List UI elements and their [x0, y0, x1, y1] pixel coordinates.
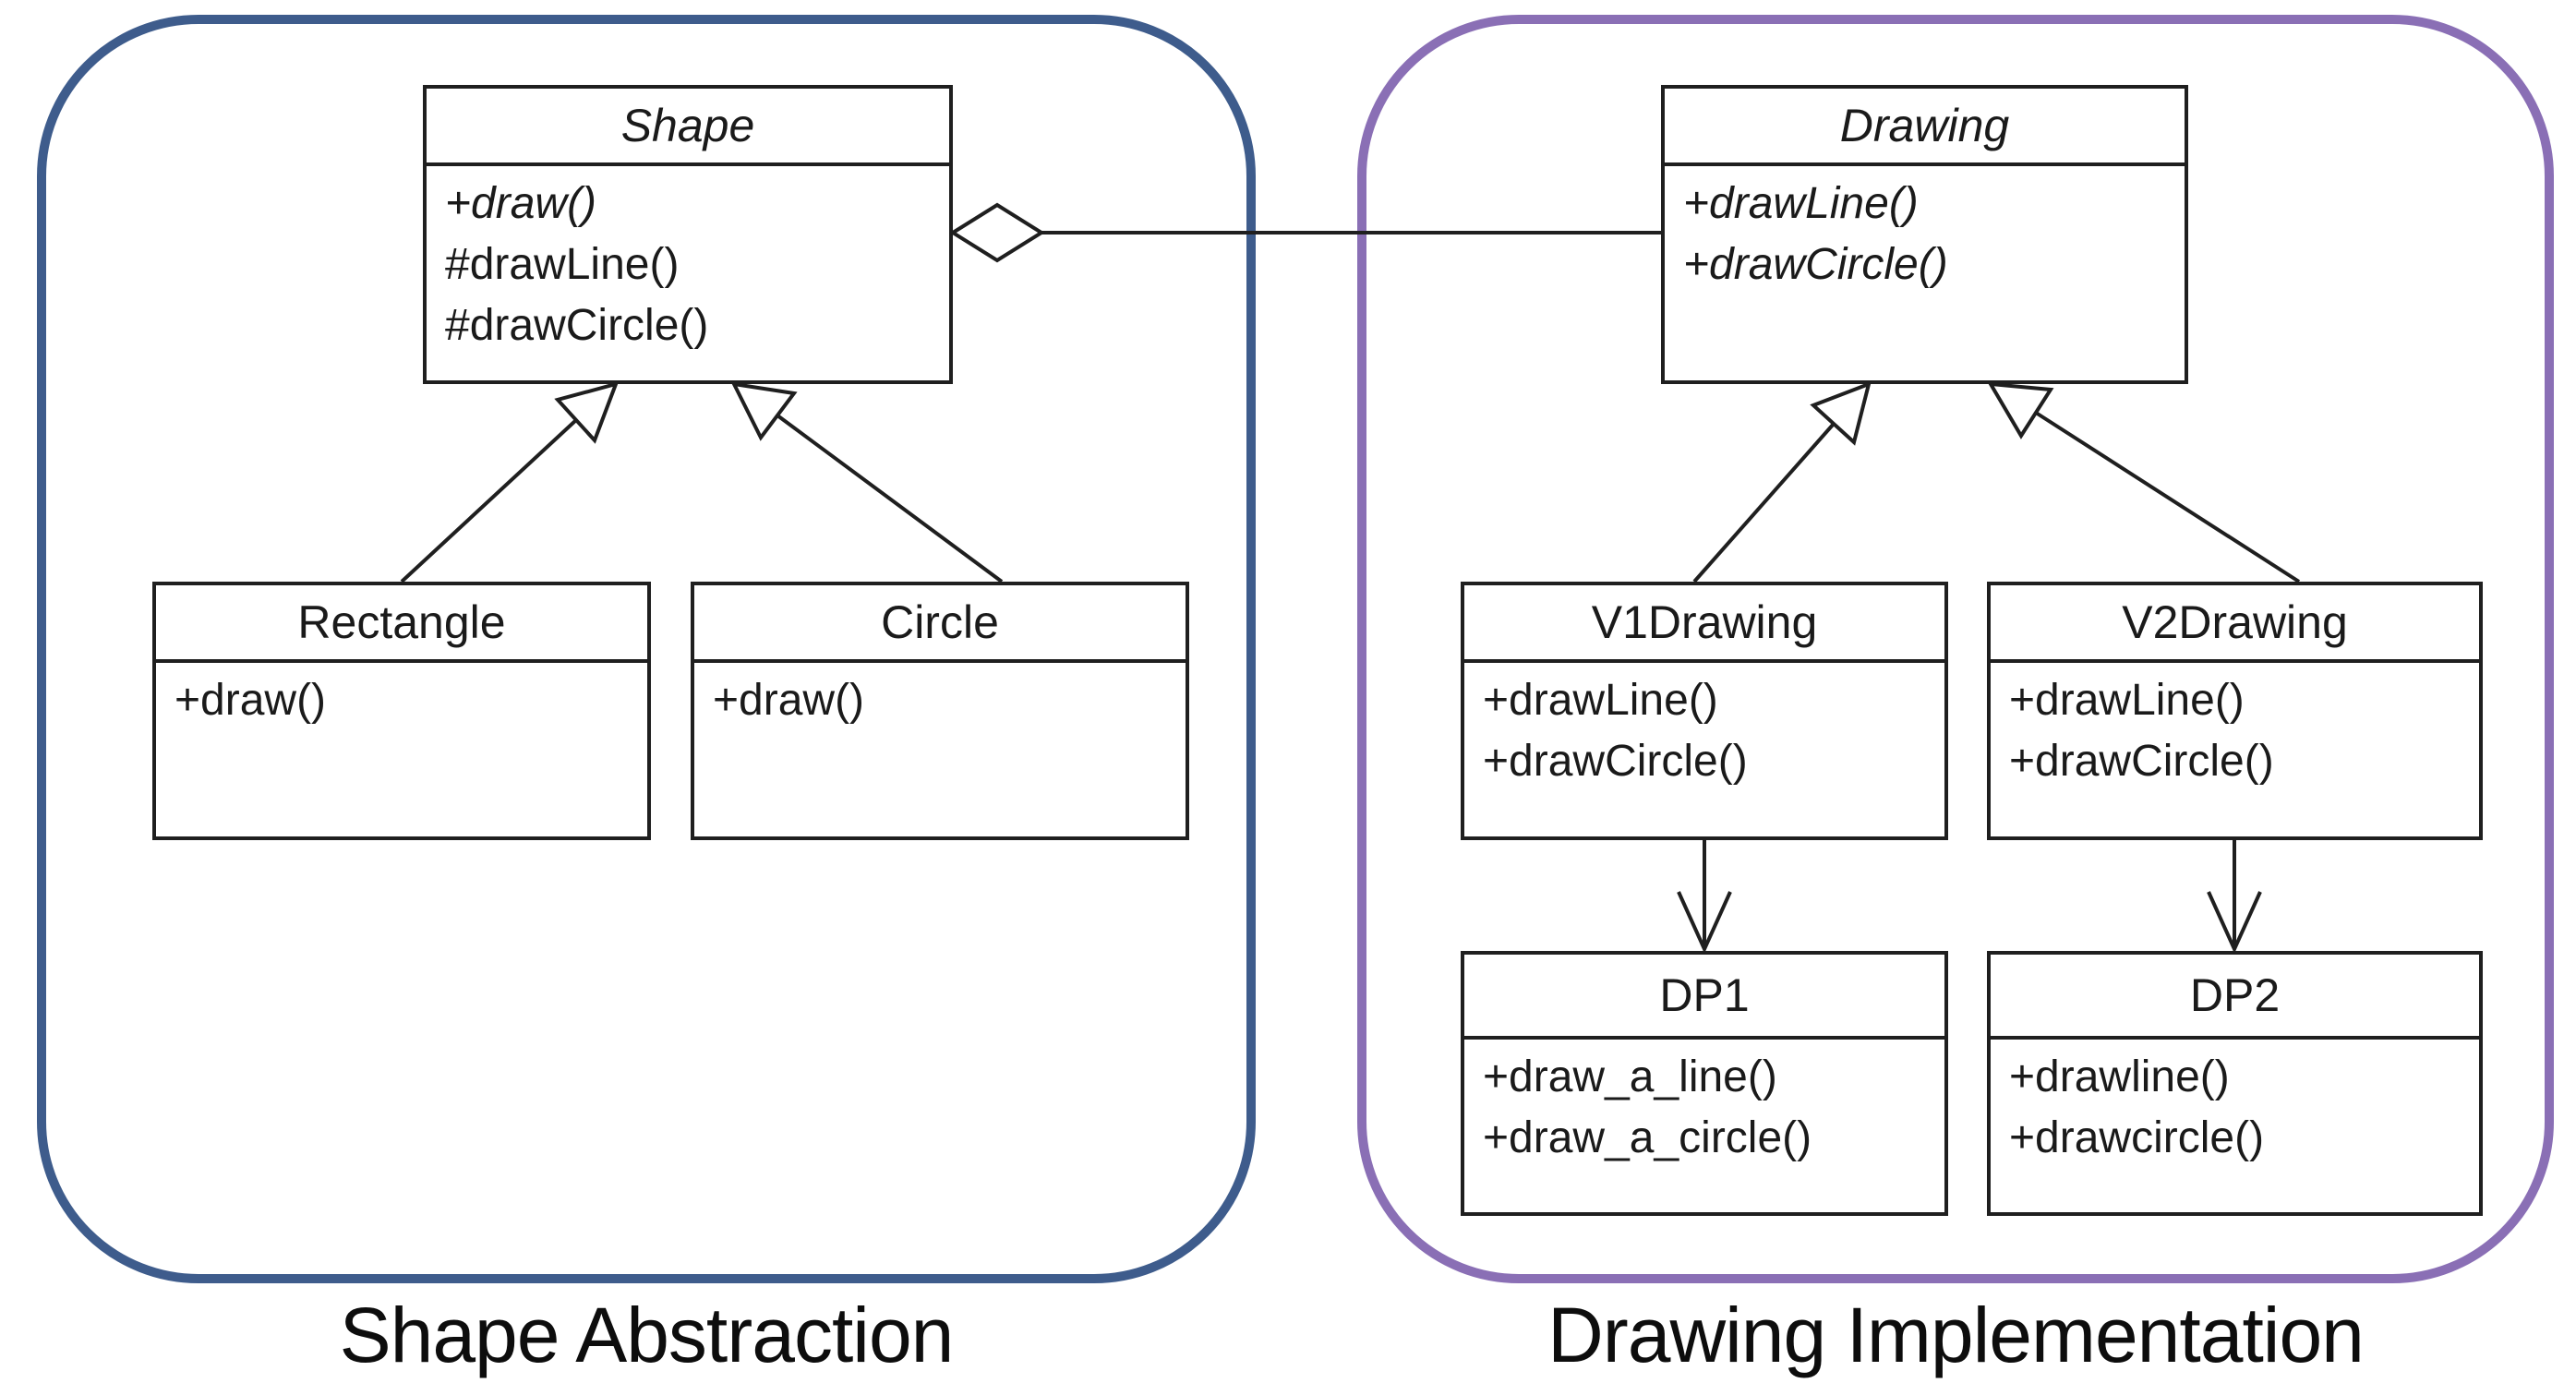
class-title-dp1: DP1 [1464, 955, 1944, 1040]
class-title-v1drawing: V1Drawing [1464, 585, 1944, 663]
group-label-drawing-implementation: Drawing Implementation [1547, 1292, 2365, 1378]
method-shape-drawline: #drawLine() [445, 240, 680, 289]
class-title-v2drawing: V2Drawing [1991, 585, 2479, 663]
method-drawing-drawcircle: +drawCircle() [1683, 240, 1948, 289]
class-methods-shape: +draw() #drawLine() #drawCircle() [427, 166, 949, 380]
group-label-shape-abstraction: Shape Abstraction [339, 1292, 955, 1378]
method-circle-draw: +draw() [713, 676, 865, 725]
class-methods-dp1: +draw_a_line() +draw_a_circle() [1464, 1040, 1944, 1212]
class-box-dp2: DP2 +drawline() +drawcircle() [1987, 951, 2483, 1216]
class-methods-drawing: +drawLine() +drawCircle() [1665, 166, 2185, 380]
method-drawing-drawline: +drawLine() [1683, 179, 1919, 228]
class-box-dp1: DP1 +draw_a_line() +draw_a_circle() [1461, 951, 1948, 1216]
class-title-shape: Shape [427, 89, 949, 166]
frame-shape-abstraction [37, 15, 1256, 1283]
method-dp2-drawcircle: +drawcircle() [2009, 1113, 2265, 1162]
method-shape-draw: +draw() [445, 179, 597, 228]
method-v2drawing-drawcircle: +drawCircle() [2009, 737, 2274, 786]
class-methods-circle: +draw() [694, 663, 1186, 836]
class-title-rectangle: Rectangle [156, 585, 647, 663]
method-dp1-draw-a-line: +draw_a_line() [1483, 1052, 1777, 1101]
class-title-drawing: Drawing [1665, 89, 2185, 166]
method-v2drawing-drawline: +drawLine() [2009, 676, 2245, 725]
method-dp1-draw-a-circle: +draw_a_circle() [1483, 1113, 1812, 1162]
class-methods-v2drawing: +drawLine() +drawCircle() [1991, 663, 2479, 836]
class-box-shape: Shape +draw() #drawLine() #drawCircle() [423, 85, 953, 384]
method-rectangle-draw: +draw() [175, 676, 327, 725]
method-v1drawing-drawcircle: +drawCircle() [1483, 737, 1748, 786]
class-box-circle: Circle +draw() [691, 582, 1189, 840]
frame-drawing-implementation [1357, 15, 2554, 1283]
method-v1drawing-drawline: +drawLine() [1483, 676, 1718, 725]
class-methods-dp2: +drawline() +drawcircle() [1991, 1040, 2479, 1212]
method-shape-drawcircle: #drawCircle() [445, 301, 709, 350]
class-box-v2drawing: V2Drawing +drawLine() +drawCircle() [1987, 582, 2483, 840]
class-methods-rectangle: +draw() [156, 663, 647, 836]
class-methods-v1drawing: +drawLine() +drawCircle() [1464, 663, 1944, 836]
class-box-v1drawing: V1Drawing +drawLine() +drawCircle() [1461, 582, 1948, 840]
class-title-dp2: DP2 [1991, 955, 2479, 1040]
class-box-rectangle: Rectangle +draw() [152, 582, 651, 840]
class-title-circle: Circle [694, 585, 1186, 663]
method-dp2-drawline: +drawline() [2009, 1052, 2230, 1101]
class-box-drawing: Drawing +drawLine() +drawCircle() [1661, 85, 2188, 384]
